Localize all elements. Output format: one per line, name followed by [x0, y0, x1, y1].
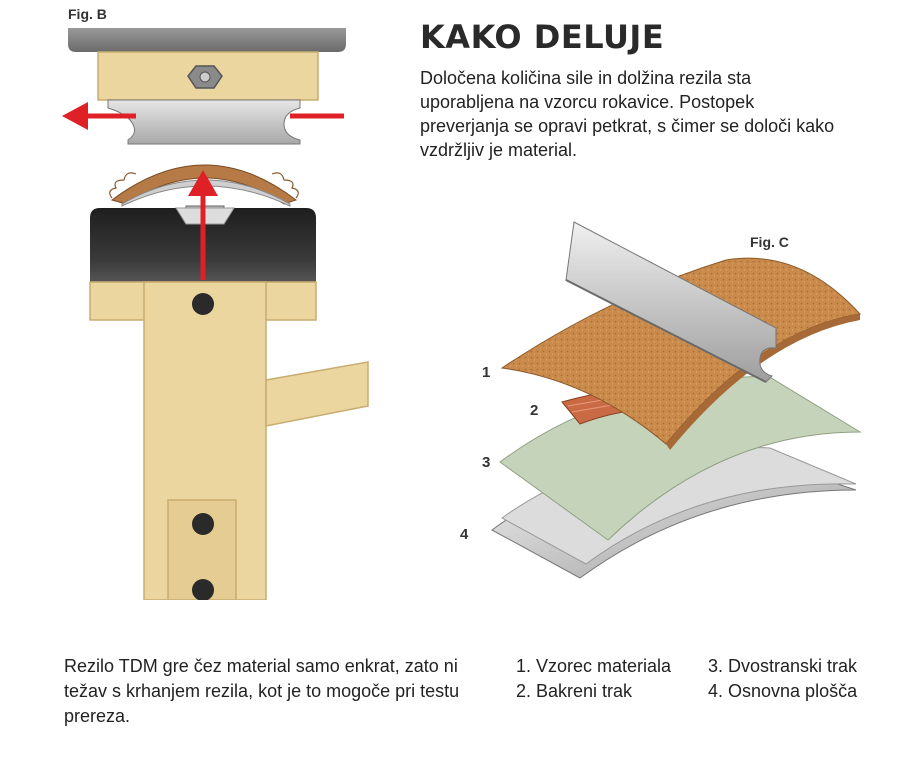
material-sample — [110, 164, 298, 205]
legend-item-4: 4. Osnovna plošča — [708, 681, 858, 701]
force-arrow-up-icon — [188, 170, 218, 280]
legend-item-2: 2. Bakreni trak — [516, 681, 633, 701]
bolt-hole — [192, 579, 214, 600]
anvil-curve — [121, 179, 291, 207]
blade-holder — [107, 99, 301, 145]
intro-paragraph: Določena količina sile in dolžina rezila… — [420, 68, 835, 160]
fig-c-label: Fig. C — [750, 234, 789, 250]
legend-item-3: 3. Dvostranski trak — [708, 656, 858, 676]
bolt-hole — [192, 513, 214, 535]
footer-description: Rezilo TDM gre čez material samo enkrat,… — [64, 656, 460, 726]
legend-item-1: 1. Vzorec materiala — [516, 656, 672, 676]
layer-number-4: 4 — [460, 526, 469, 543]
material-sample-fringe — [109, 172, 299, 199]
side-arm — [265, 361, 369, 427]
fig-b-illustration — [62, 28, 369, 600]
layer-number-3: 3 — [482, 454, 491, 471]
fig-c-illustration — [491, 221, 862, 579]
hex-nut-icon — [187, 65, 223, 89]
cutting-blade — [565, 221, 777, 383]
page-title: KAKO DELUJE — [420, 18, 665, 56]
layer-number-2: 2 — [530, 402, 539, 419]
layer-number-1: 1 — [482, 364, 491, 381]
fig-b-label: Fig. B — [68, 6, 107, 22]
force-arrow-left-icon — [62, 102, 136, 130]
bolt-hole — [192, 293, 214, 315]
top-plate — [68, 28, 346, 52]
